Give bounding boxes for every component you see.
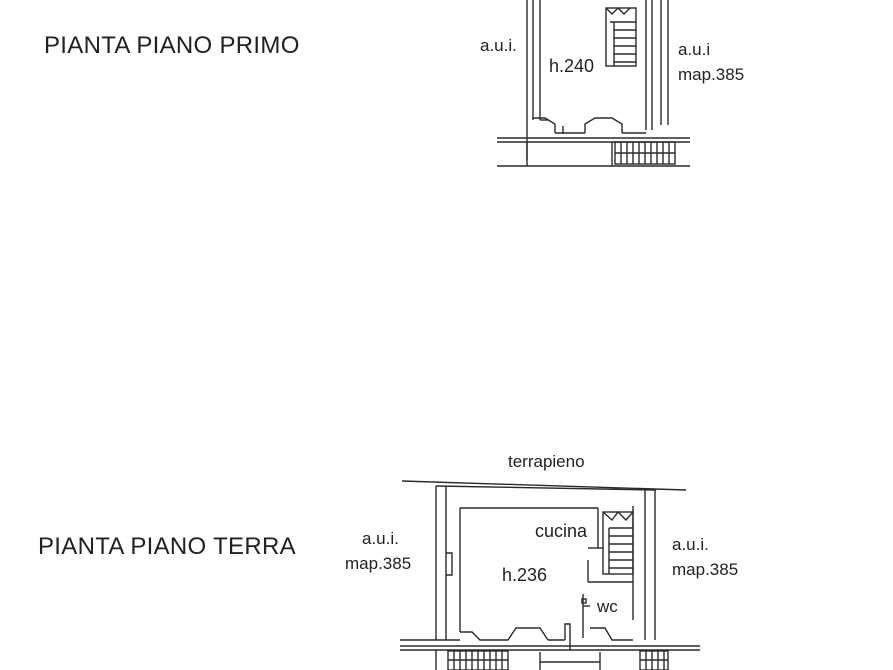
ground-right-neighbor-line2: map.385 (672, 560, 739, 579)
upper-room-height-label: h.240 (549, 56, 595, 76)
upper-left-neighbor-label: a.u.i. (480, 36, 517, 55)
ground-right-neighbor-line1: a.u.i. (672, 535, 709, 554)
ground-floor-title: PIANTA PIANO TERRA (38, 533, 296, 560)
upper-floor-title: PIANTA PIANO PRIMO (44, 32, 300, 59)
upper-right-neighbor-line1: a.u.i (678, 40, 711, 59)
ground-top-label: terrapieno (508, 452, 585, 471)
ground-floor-plan (400, 480, 700, 670)
wc-label: wc (597, 597, 618, 616)
ground-room-height-label: h.236 (502, 565, 548, 585)
kitchen-label: cucina (535, 521, 588, 541)
ground-left-neighbor-line2: map.385 (345, 554, 412, 573)
upper-right-neighbor-line2: map.385 (678, 65, 745, 84)
ground-left-neighbor-line1: a.u.i. (362, 529, 399, 548)
upper-floor-plan (497, 0, 690, 167)
